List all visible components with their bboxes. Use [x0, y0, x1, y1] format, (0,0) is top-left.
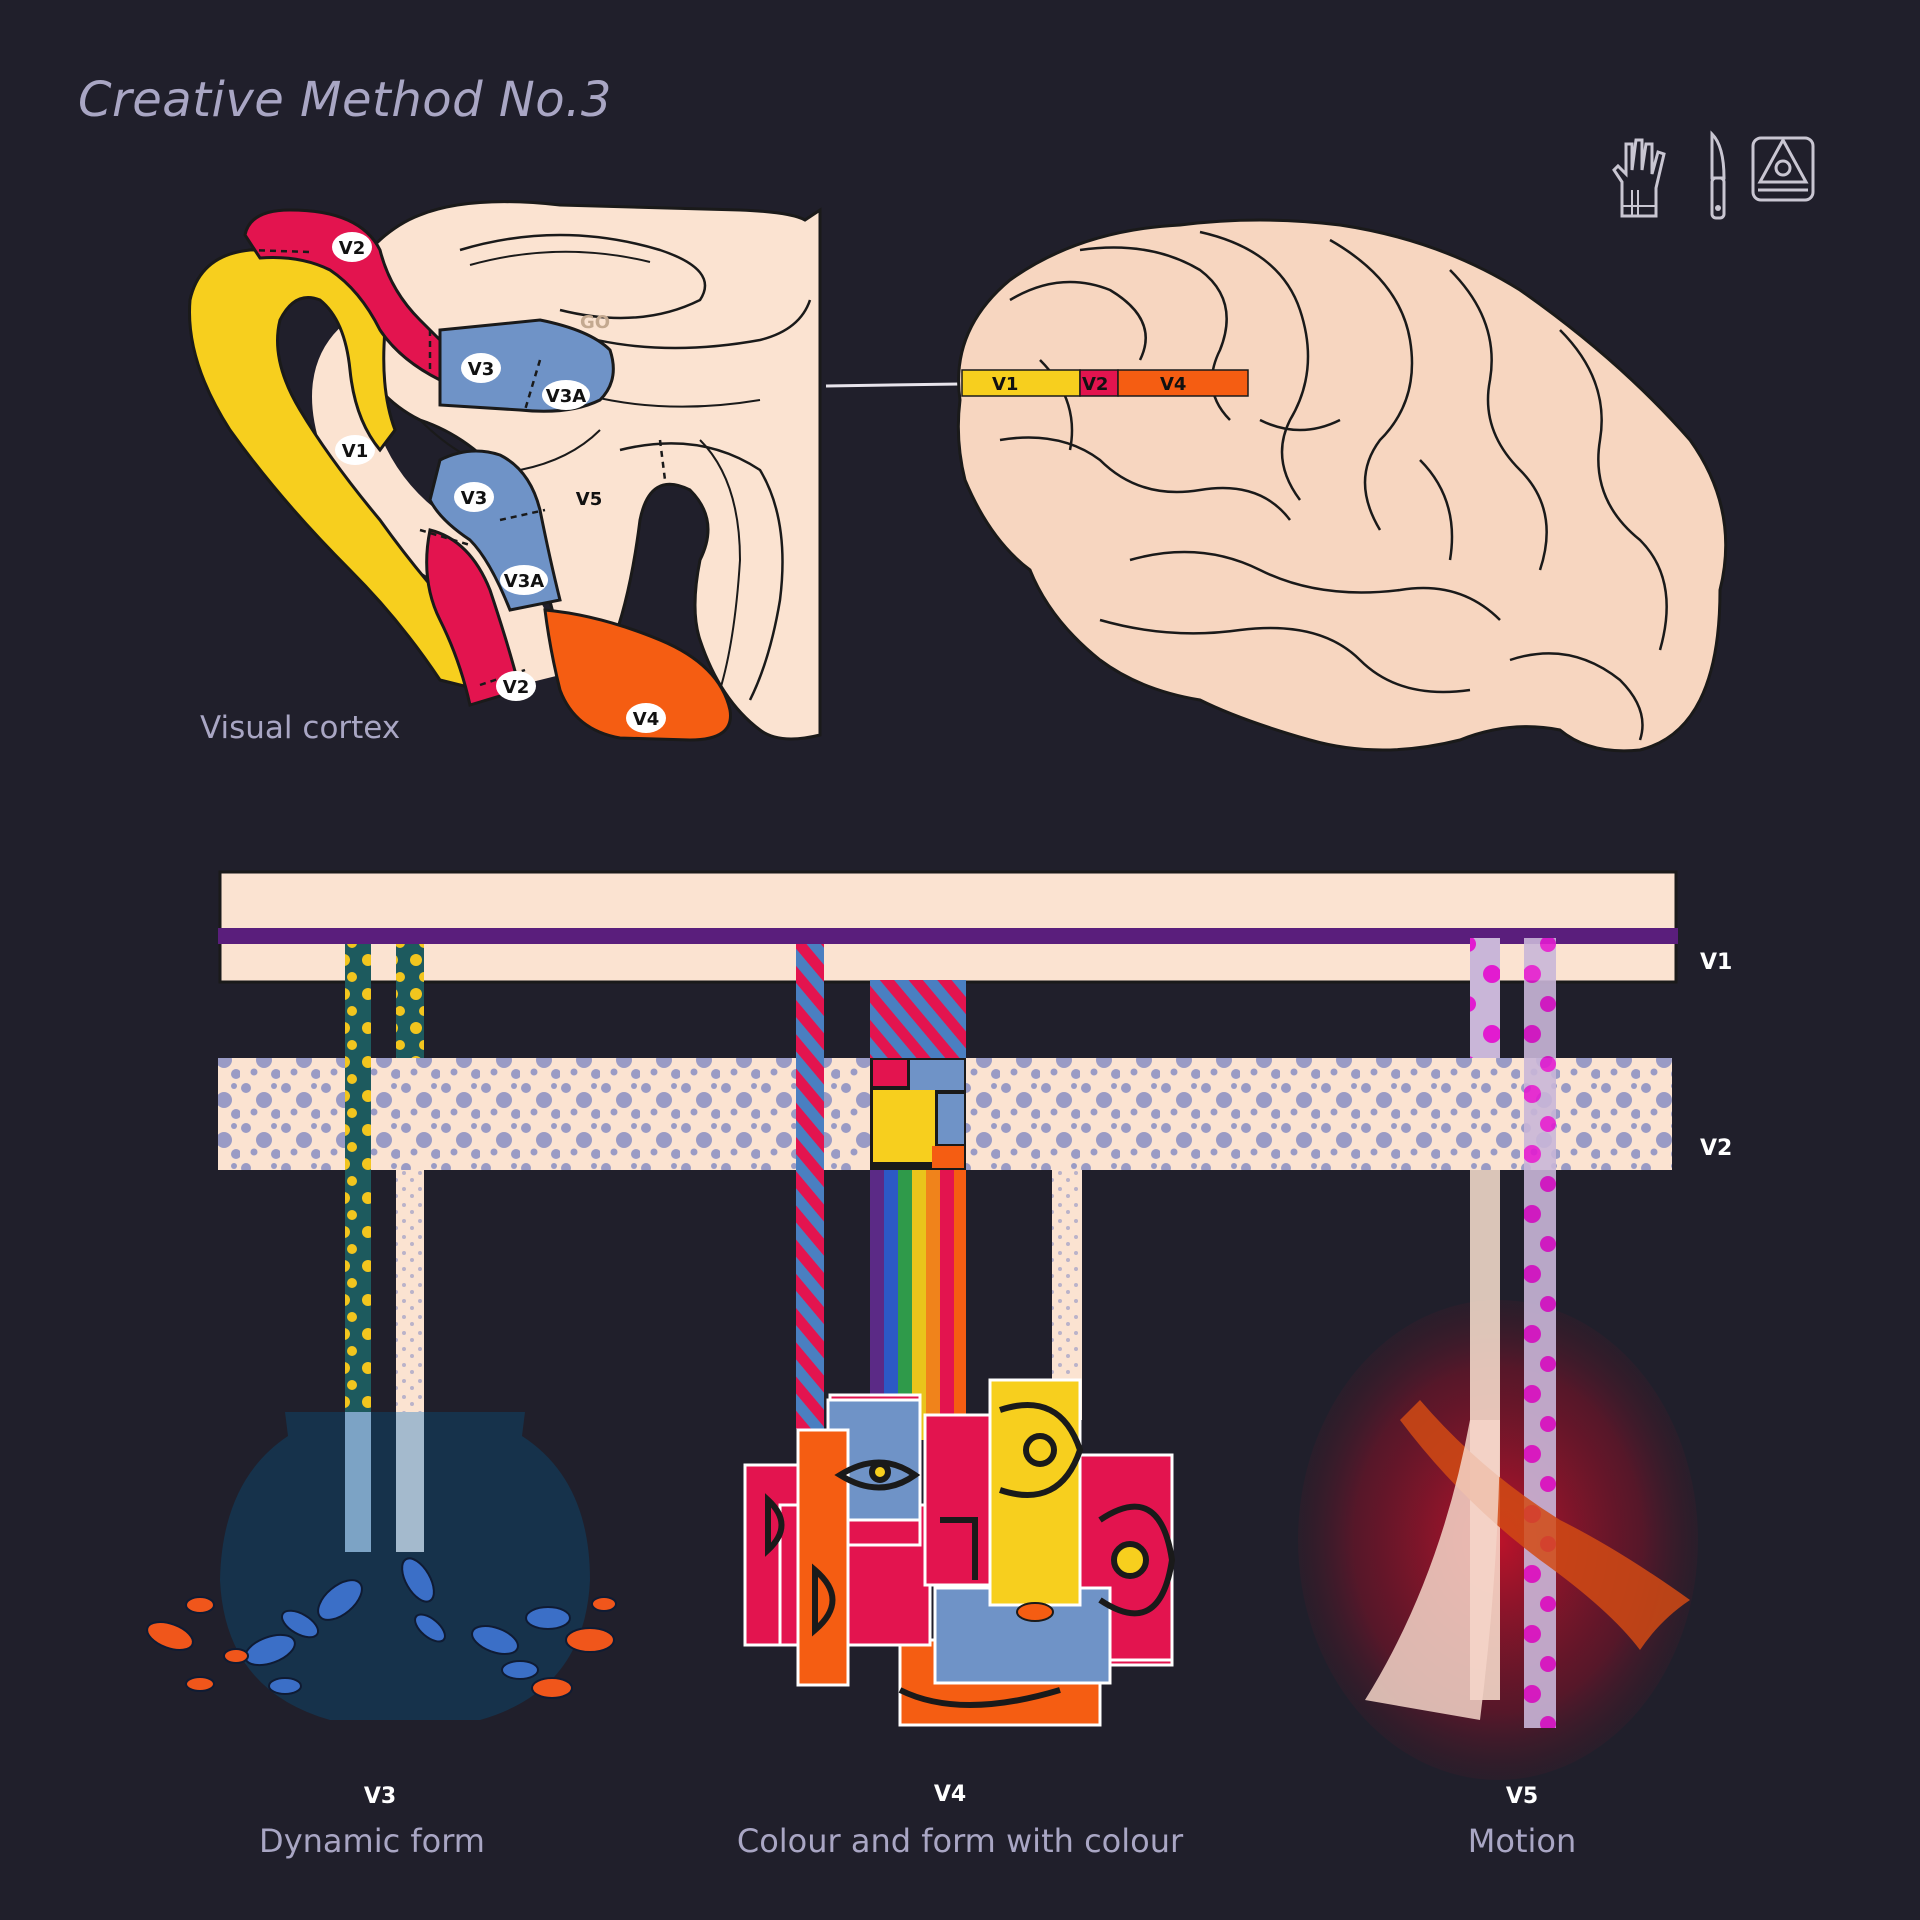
gloves-icon — [1608, 130, 1678, 224]
svg-text:V4: V4 — [633, 709, 659, 730]
cortex-region-v4 — [543, 608, 732, 742]
v4-fish-collage — [743, 1378, 1174, 1727]
area-label-v4: V4 — [933, 1782, 967, 1807]
scalpel-icon — [1704, 130, 1730, 226]
cortex-tag-v4: V4 — [626, 703, 666, 733]
svg-text:V1: V1 — [342, 441, 368, 462]
svg-text:V3A: V3A — [504, 571, 544, 592]
brain-strip-v1 — [961, 369, 1081, 397]
cortex-tag-v3-top: V3 — [461, 353, 501, 383]
cortex-region-v1 — [188, 241, 492, 692]
v4-color-block — [870, 1058, 966, 1170]
page-title: Creative Method No.3 — [78, 72, 612, 128]
svg-text:V2: V2 — [503, 677, 529, 698]
connector-line — [825, 382, 961, 388]
brain-illustration — [956, 218, 1728, 753]
cortex-go-label: GO — [580, 312, 610, 333]
layer-v1-band — [218, 870, 1678, 984]
area-label-v3: V3 — [363, 1784, 397, 1809]
cortex-tag-v2-top: V2 — [332, 232, 372, 262]
brain-strip-v4 — [1117, 369, 1249, 397]
cortex-tag-v1: V1 — [335, 435, 375, 465]
v3-column-short — [396, 944, 424, 1058]
svg-text:V5: V5 — [576, 489, 602, 510]
brain-strip-label-v2: V2 — [1082, 374, 1108, 395]
layer-label-v1: V1 — [1700, 950, 1733, 975]
area-desc-v5: Motion — [1467, 1822, 1577, 1860]
cortex-tag-v3a-mid: V3A — [500, 565, 548, 595]
v4-block-striped — [870, 980, 966, 1058]
cortex-caption: Visual cortex — [200, 710, 401, 746]
area-desc-v3: Dynamic form — [259, 1822, 485, 1860]
saw-icon — [1750, 130, 1816, 214]
tool-icons — [1608, 130, 1818, 222]
area-desc-v4: Colour and form with colour — [736, 1822, 1184, 1860]
brain-strip-label-v4: V4 — [1160, 374, 1186, 395]
cortex-tag-v2-bottom: V2 — [496, 671, 536, 701]
v4-rainbow-columns — [870, 1170, 966, 1440]
brain-strip-label-v1: V1 — [992, 374, 1018, 395]
area-label-v5: V5 — [1505, 1784, 1539, 1809]
v5-column-right — [1524, 938, 1556, 1728]
svg-text:V3: V3 — [468, 359, 494, 380]
svg-text:V2: V2 — [339, 238, 365, 259]
svg-text:V3A: V3A — [546, 386, 586, 407]
v5-column-left-top — [1470, 938, 1500, 1058]
svg-text:V3: V3 — [461, 488, 487, 509]
layer-label-v2: V2 — [1700, 1136, 1733, 1161]
v4-small-fish — [1016, 1602, 1054, 1622]
cortex-tag-v3a-top: V3A — [542, 380, 590, 410]
fish-school — [146, 1557, 617, 1699]
v4-column-striped — [796, 944, 824, 1429]
cortex-tag-v5: V5 — [576, 489, 602, 510]
v4-fish-marks — [765, 1402, 1176, 1708]
cortex-tag-v3-mid: V3 — [454, 482, 494, 512]
layer-v1-purple-stripe — [218, 928, 1678, 944]
